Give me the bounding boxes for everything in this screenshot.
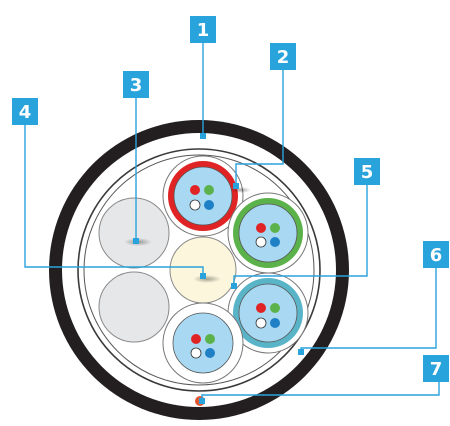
loose-tube-red <box>162 155 251 237</box>
leader-line-5 <box>233 184 368 286</box>
svg-text:3: 3 <box>130 75 143 96</box>
loose-tube-white <box>162 302 244 384</box>
callout-5: 5 <box>354 158 380 185</box>
svg-text:2: 2 <box>277 47 290 68</box>
leader-line-4 <box>24 123 204 276</box>
callout-7: 7 <box>423 355 449 382</box>
svg-text:6: 6 <box>430 245 443 266</box>
core-binder-ring <box>83 154 315 386</box>
filler-upper-left <box>98 197 170 269</box>
callout-2: 2 <box>270 43 296 70</box>
loose-tube-teal <box>227 272 309 354</box>
central-member-shadow <box>193 275 221 283</box>
svg-text:4: 4 <box>19 102 32 123</box>
loose-tube-green <box>227 192 309 274</box>
svg-text:7: 7 <box>430 359 443 380</box>
leader-markers <box>133 133 304 404</box>
leader-line-2 <box>235 66 284 186</box>
callout-3: 3 <box>123 71 149 98</box>
callout-4: 4 <box>12 98 38 125</box>
inner-jacket-ring <box>77 148 321 392</box>
callout-6: 6 <box>423 241 449 268</box>
svg-text:5: 5 <box>361 162 374 183</box>
filler-lower-left <box>98 271 170 343</box>
svg-text:1: 1 <box>197 20 210 41</box>
callout-1: 1 <box>190 16 216 43</box>
